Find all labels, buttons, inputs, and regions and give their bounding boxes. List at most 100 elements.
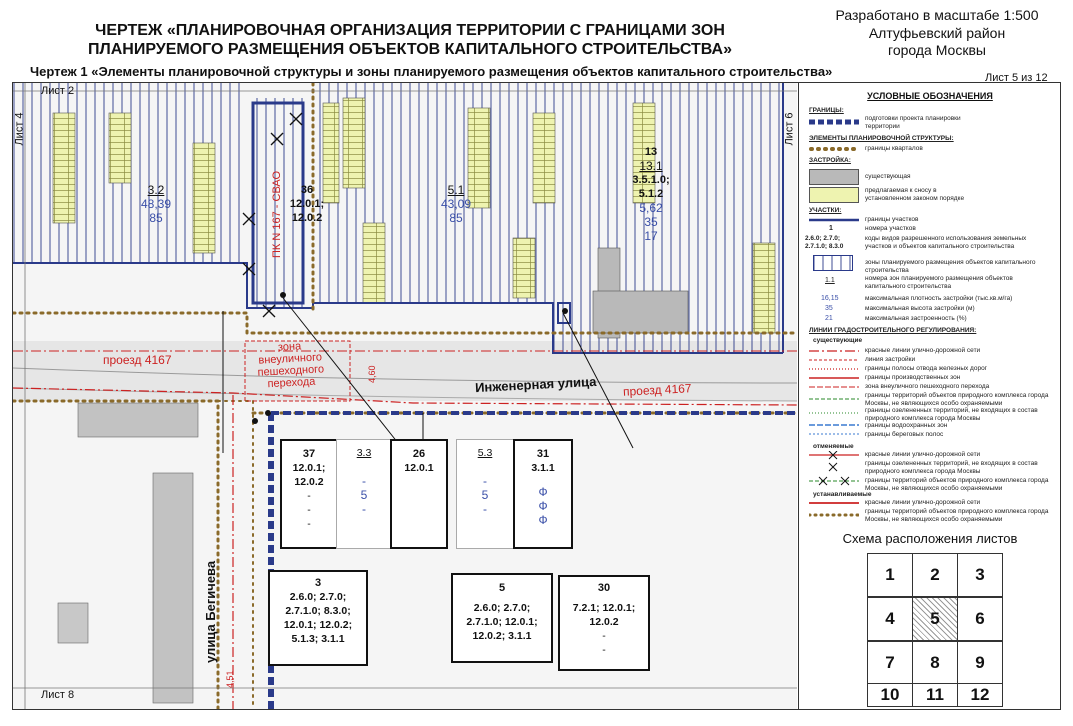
legend-line-text-5: границы территорий объектов природного к… [865, 392, 1049, 407]
legend-set-text-0: красные линии улично-дорожной сети [865, 499, 981, 506]
zone-box-37[interactable]: 37 12.0.1; 12.0.2 - - - [280, 439, 338, 549]
scheme-cell-9[interactable]: 9 [957, 641, 1003, 685]
zone-value-3: Ф [538, 513, 548, 527]
parcel-codes-3: 12.0.1; 12.0.2; [283, 619, 353, 631]
drawing-subtitle: Чертеж 1 «Элементы планировочной структу… [30, 64, 833, 79]
zone-box-3-3[interactable]: 3.3 - 5 - [336, 439, 392, 549]
parcel-codes-1: 2.6.0; 2.7.0; [473, 602, 531, 614]
parcel-codes-1: 12.0.1; [289, 198, 325, 210]
legend-cancel-text-0: красные линии улично-дорожной сети [865, 451, 981, 458]
legend-text-zone-number: номера зон планируемого размещения объек… [865, 275, 1013, 290]
scheme-cell-1[interactable]: 1 [867, 553, 913, 597]
parcel-number: 30 [597, 582, 611, 594]
district-name: Алтуфьевский район [868, 25, 1006, 41]
block-label-13-1: 13 13.1 3.5.1.0; 5.1.2 5,62 35 17 [621, 145, 681, 243]
legend-line-text-2: границы полосы отвода железных дорог [865, 365, 988, 372]
legend-sub-cancel: отменяемые [813, 443, 854, 450]
legend-sub-existing: существующие [813, 337, 863, 344]
legend-text-quarter-border: границы кварталов [865, 145, 923, 152]
legend-swatch-zone [813, 255, 853, 271]
legend-text-demolish: предлагаемая к сносу в установленном зак… [865, 187, 965, 202]
zone-box-5-3[interactable]: 5.3 - 5 - [456, 439, 514, 549]
map-area[interactable]: Лист 2 Лист 4 Лист 6 Лист 8 Инженерная у… [13, 83, 797, 709]
zone-value-3: - [483, 502, 487, 516]
legend-heading-borders: ГРАНИЦЫ: [809, 107, 844, 114]
legend-line-text-7: границы водоохранных зон [865, 422, 948, 429]
legend-sym-pct: 21 [825, 315, 833, 322]
zone-value-2: 5 [360, 488, 368, 502]
drawing-title-line2: ПЛАНИРУЕМОГО РАЗМЕЩЕНИЯ ОБЪЕКТОВ КАПИТАЛ… [87, 41, 733, 58]
legend-swatch-project-border [809, 119, 859, 125]
parcel-codes-1: 7.2.1; 12.0.1; [572, 602, 636, 614]
scheme-cell-2[interactable]: 2 [912, 553, 958, 597]
sheet-layout-scheme: 1 2 3 4 5 6 7 8 9 [867, 553, 1005, 686]
scheme-cell-8[interactable]: 8 [912, 641, 958, 685]
legend-cancel-swatches [809, 451, 859, 486]
legend-line-text-0: красные линии улично-дорожной сети [865, 347, 981, 354]
sheet-label-2: Лист 2 [41, 85, 75, 97]
parcel-number: 5 [498, 582, 506, 594]
drawing-title-line1: ЧЕРТЕЖ «ПЛАНИРОВОЧНАЯ ОРГАНИЗАЦИЯ ТЕРРИТ… [95, 22, 725, 39]
legend-line-text-8: границы береговых полос [865, 431, 944, 438]
legend-sub-set: устанавливаемые [813, 491, 872, 498]
block-label-3-2: 3.2 48,39 85 [131, 183, 181, 225]
legend-cancel-text-1: границы озелененных территорий, не входя… [865, 460, 1038, 475]
scheme-cell-5-current[interactable]: 5 [912, 597, 958, 641]
sheet-layout-scheme-bottom: 10 11 12 [867, 683, 1005, 707]
existing-building [77, 402, 199, 438]
parcel-label-36: 36 12.0.1; 12.0.2 [281, 183, 333, 225]
parcel-box-3[interactable]: 3 2.6.0; 2.7.0; 2.7.1.0; 8.3.0; 12.0.1; … [268, 570, 368, 666]
legend-heading-build: ЗАСТРОЙКА: [809, 157, 851, 164]
zone-box-31[interactable]: 31 3.1.1 Ф Ф Ф [513, 439, 573, 549]
parcel-36-border [251, 101, 305, 305]
zone-value-3: - [307, 518, 311, 530]
parcel-box-5[interactable]: 5 2.6.0; 2.7.0; 2.7.1.0; 12.0.1; 12.0.2;… [451, 573, 553, 663]
parcel-codes-1: 2.6.0; 2.7.0; [289, 591, 347, 603]
legend-text-density: максимальная плотность застройки (тыс.кв… [865, 295, 1013, 302]
block-codes-1: 3.5.1.0; [632, 174, 670, 186]
sheet-scheme-title: Схема расположения листов [842, 531, 1018, 546]
zone-codes-1: 12.0.1; [292, 462, 326, 474]
block-id: 5.1 [447, 183, 465, 197]
zone-number: 26 [412, 448, 426, 460]
scheme-cell-3[interactable]: 3 [957, 553, 1003, 597]
scheme-cell-4[interactable]: 4 [867, 597, 913, 641]
block-number: 13 [644, 146, 658, 158]
legend-text-zone: зоны планируемого размещения объектов ка… [865, 259, 1036, 274]
map-svg [13, 83, 797, 709]
legend-heading-parcels: УЧАСТКИ: [809, 207, 842, 214]
legend-sym-height: 35 [825, 305, 833, 312]
zone-codes-2: 12.0.2 [294, 476, 324, 488]
scheme-cell-6[interactable]: 6 [957, 597, 1003, 641]
scale-note: Разработано в масштабе 1:500 [835, 7, 1039, 23]
cancelled-boundary-marks [242, 112, 303, 318]
parcel-codes-2: 2.7.1.0; 12.0.1; [466, 616, 538, 628]
legend-text-pct: максимальная застроенность (%) [865, 315, 967, 322]
legend-text-project-border: подготовки проекта планировки территории [865, 115, 961, 130]
street-proezd-4167-left: проезд 4167 [103, 353, 172, 367]
legend-swatch-quarter-border [809, 147, 859, 151]
zone-codes-1: 3.1.1 [531, 462, 555, 474]
zone-value-2: 5 [481, 488, 489, 502]
street-begicheva: улица Бегичева [203, 560, 218, 663]
block-id: 3.2 [147, 183, 165, 197]
sheet-label-8: Лист 8 [41, 689, 75, 701]
scheme-cell-12[interactable]: 12 [957, 683, 1003, 707]
parcel-box-30[interactable]: 30 7.2.1; 12.0.1; 12.0.2 - - [558, 575, 650, 671]
sheet-number: Лист 5 из 12 [985, 72, 1048, 84]
block-label-5-1: 5.1 43,09 85 [431, 183, 481, 225]
zone-box-26[interactable]: 26 12.0.1 [390, 439, 448, 549]
legend-title: УСЛОВНЫЕ ОБОЗНАЧЕНИЯ [867, 91, 993, 101]
city-name: города Москвы [888, 42, 986, 58]
legend-swatch-demolish [809, 187, 859, 203]
legend-set-text-1: границы территорий объектов природного к… [865, 508, 1049, 523]
zone-value-2: - [307, 504, 311, 516]
legend-text-parcel-number: номера участков [865, 225, 916, 232]
zone-codes-1: 12.0.1 [404, 462, 434, 474]
drawing-frame [12, 82, 1061, 710]
block-density: 5,62 [639, 201, 663, 215]
legend-heading-elements: ЭЛЕМЕНТЫ ПЛАНИРОВОЧНОЙ СТРУКТУРЫ: [809, 135, 954, 142]
scheme-cell-10[interactable]: 10 [867, 683, 913, 707]
scheme-cell-7[interactable]: 7 [867, 641, 913, 685]
scheme-cell-11[interactable]: 11 [912, 683, 958, 707]
